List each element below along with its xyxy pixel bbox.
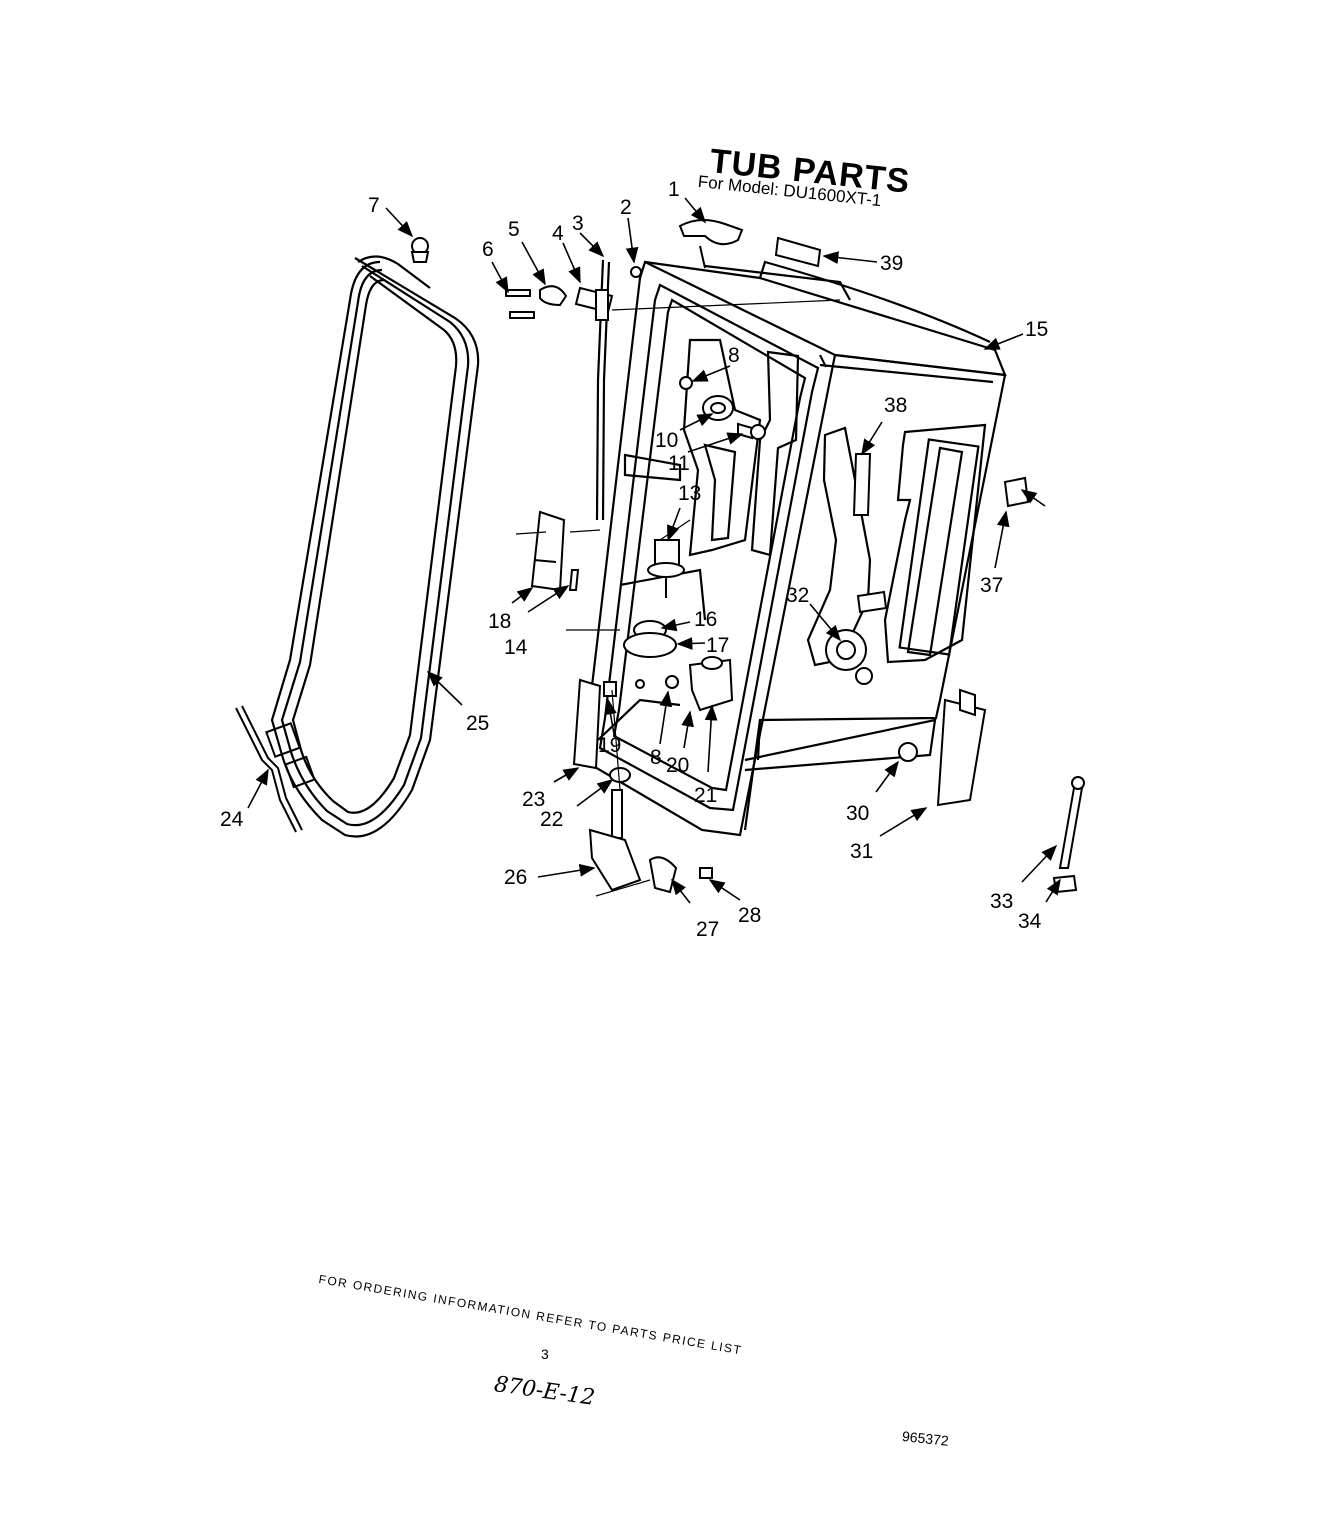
page-number: 3 [541, 1346, 549, 1362]
callout-27: 27 [696, 918, 719, 941]
callout-21: 21 [694, 784, 717, 807]
guide-lines [515, 299, 841, 897]
callout-3: 3 [572, 212, 584, 235]
callout-32: 32 [786, 584, 809, 607]
callout-22: 22 [540, 808, 563, 831]
callout-1: 1 [668, 178, 680, 201]
callout-18: 18 [488, 610, 511, 633]
callout-28: 28 [738, 904, 761, 927]
callout-25: 25 [466, 712, 489, 735]
callout-17: 17 [706, 634, 729, 657]
callout-5: 5 [508, 218, 520, 241]
callout-37: 37 [980, 574, 1003, 597]
callout-8-bottom: 8 [650, 746, 662, 769]
callout-19: 19 [598, 734, 621, 757]
callout-20: 20 [666, 754, 689, 777]
callout-34: 34 [1018, 910, 1042, 933]
callout-10: 10 [655, 429, 678, 452]
callout-33: 33 [990, 890, 1013, 913]
door-gasket [270, 255, 480, 838]
callout-30: 30 [846, 802, 869, 825]
callout-14: 14 [504, 636, 528, 659]
callout-2: 2 [620, 196, 632, 219]
callout-7: 7 [368, 194, 380, 217]
leader-lines [247, 197, 1061, 904]
callout-13: 13 [678, 482, 701, 505]
gasket-strip [235, 705, 316, 833]
callout-24: 24 [220, 808, 244, 831]
callout-31: 31 [850, 840, 873, 863]
callout-8-top: 8 [728, 344, 740, 367]
callout-39: 39 [880, 252, 903, 275]
callout-15: 15 [1025, 318, 1048, 341]
callout-6: 6 [482, 238, 494, 261]
callout-11: 11 [668, 452, 690, 475]
callout-23: 23 [522, 788, 545, 811]
callout-numbers: 1 2 3 4 5 6 7 8 10 11 13 14 15 16 17 18 … [220, 178, 1048, 941]
callout-16: 16 [694, 608, 717, 631]
callout-38: 38 [884, 394, 907, 417]
callout-4: 4 [552, 222, 564, 245]
callout-26: 26 [504, 866, 527, 889]
